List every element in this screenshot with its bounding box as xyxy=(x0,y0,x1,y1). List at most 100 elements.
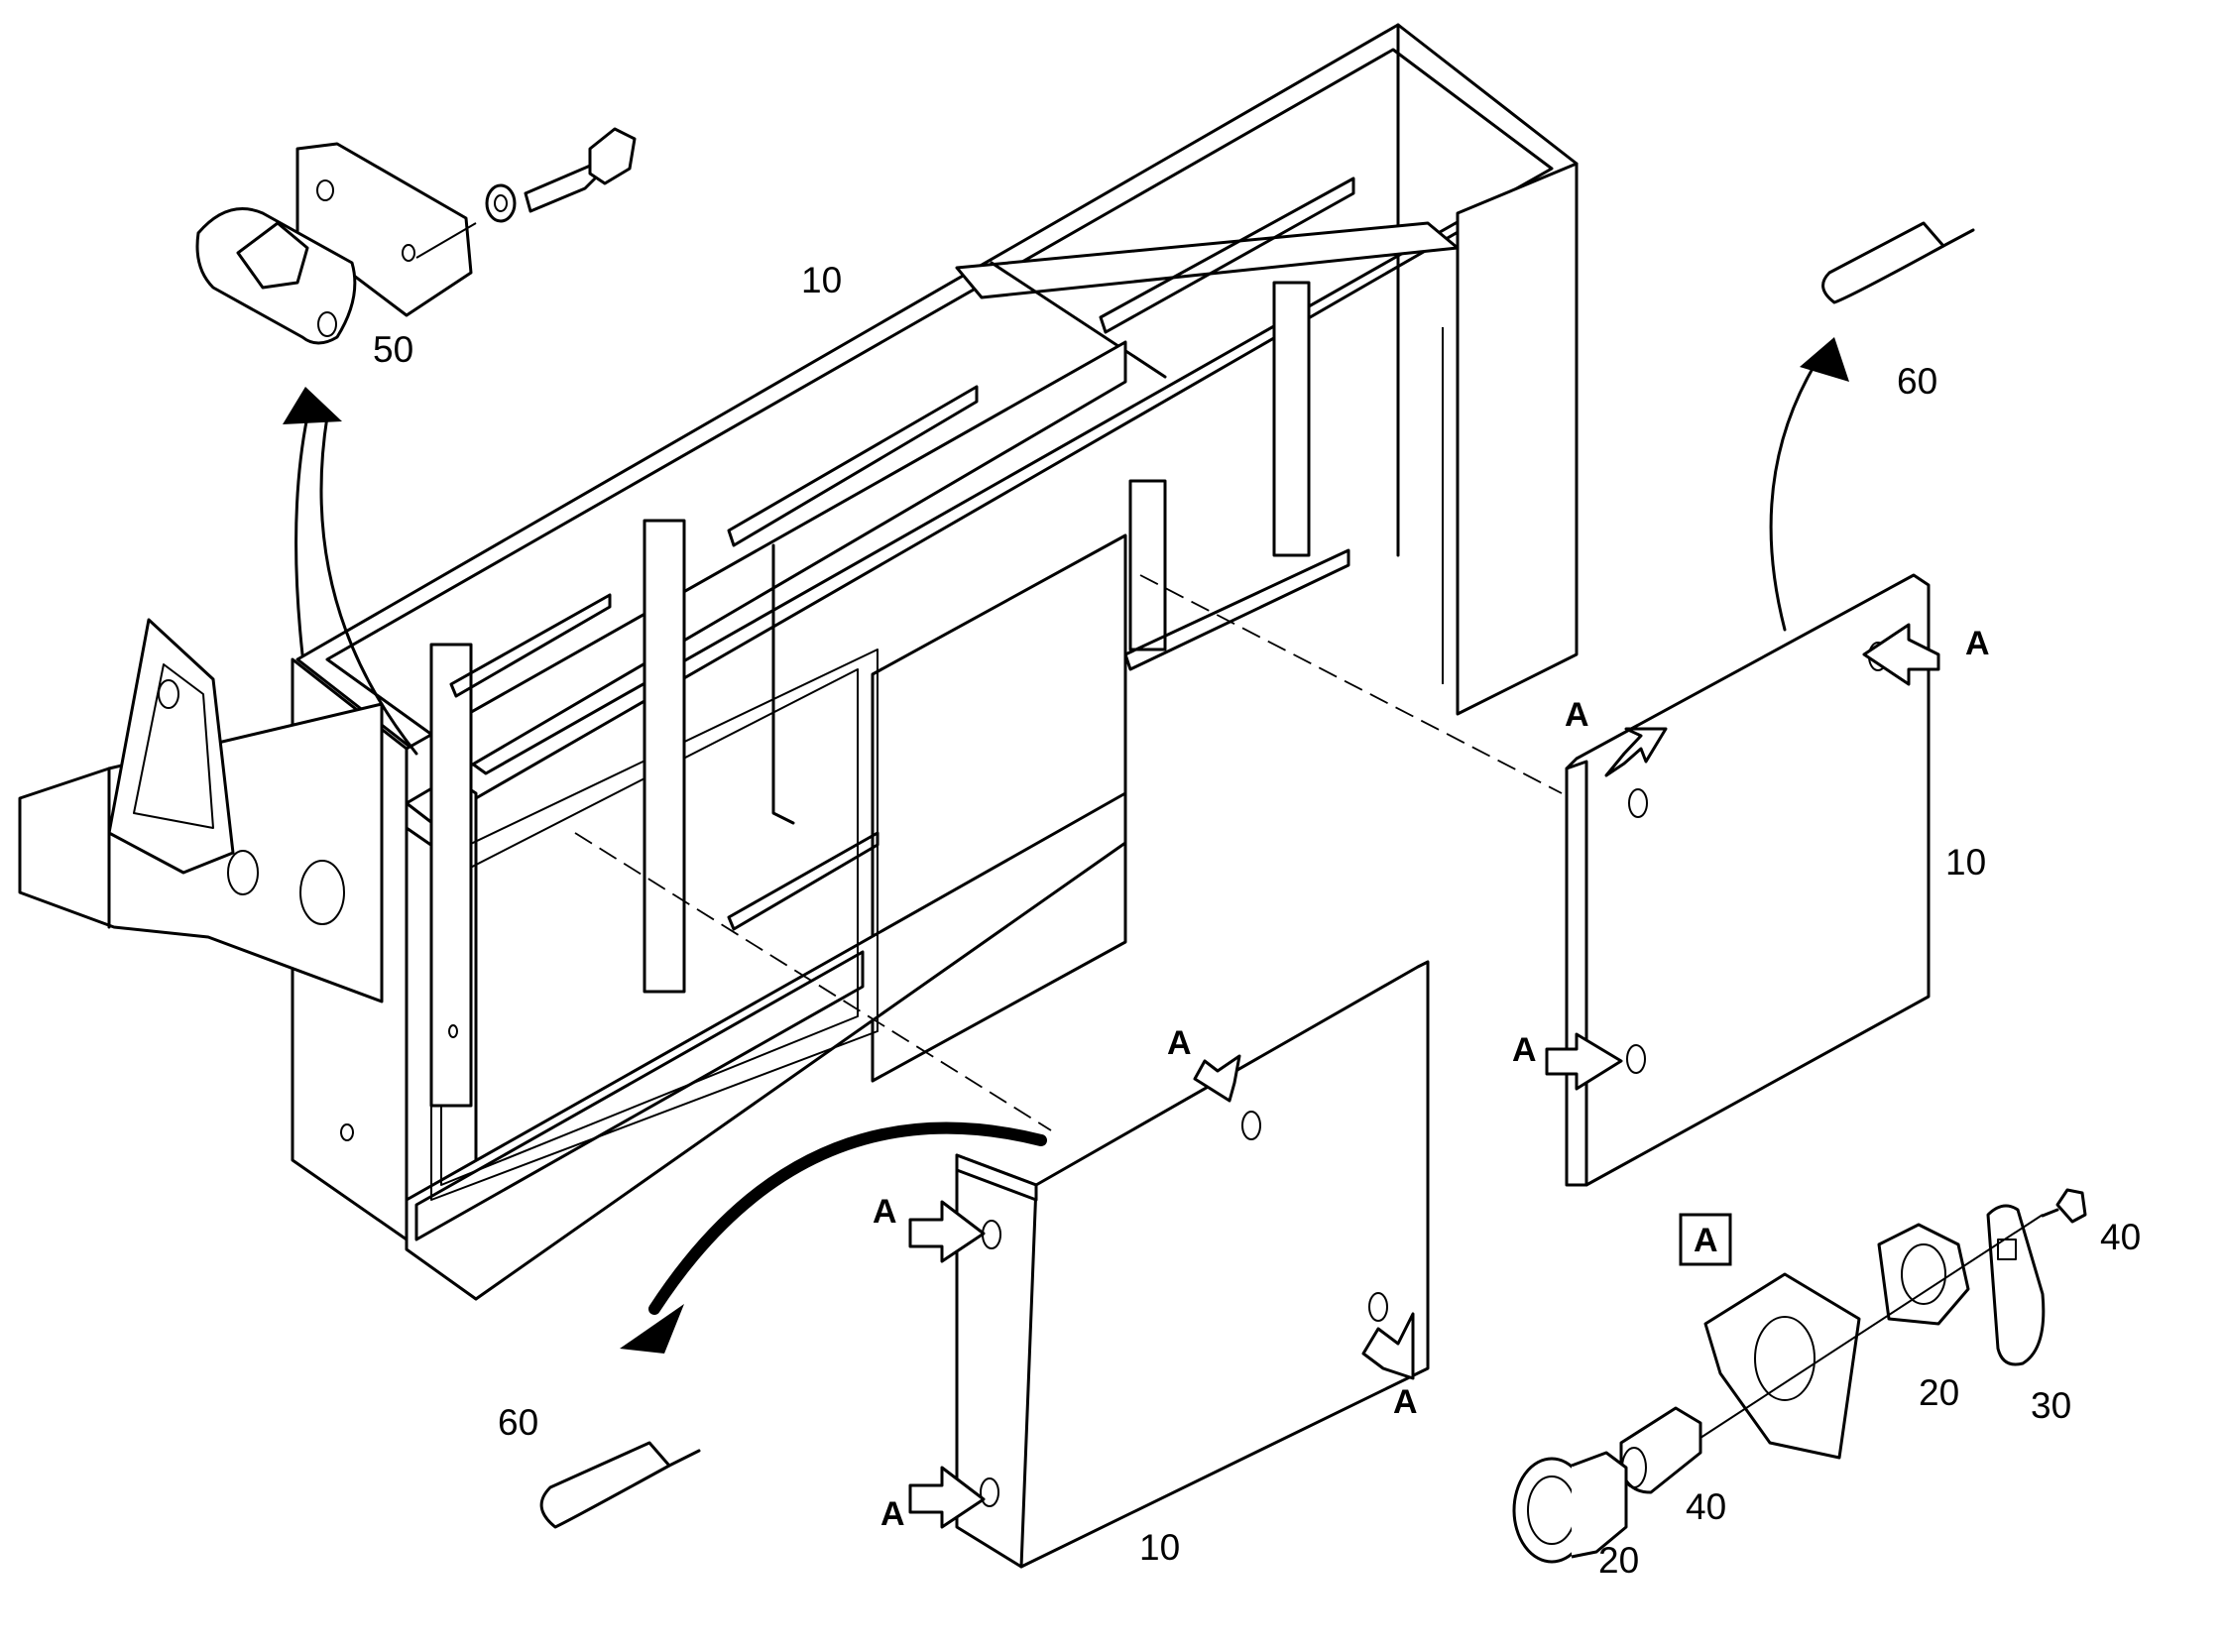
seal-strip-bottom-end xyxy=(667,1449,701,1468)
arrow-a5-label: A xyxy=(873,1193,897,1231)
arrow-a3-glyph xyxy=(1545,1032,1623,1091)
label-seal-top: 60 xyxy=(1897,361,1937,402)
front-panel-leader xyxy=(648,1121,1047,1315)
arrow-a2-glyph xyxy=(1862,623,1940,686)
lock-cam-slot xyxy=(1997,1239,2017,1260)
shelf-rod-3 xyxy=(727,831,879,931)
hinge-axis-line xyxy=(415,222,477,259)
arrow-a5-glyph xyxy=(908,1200,986,1263)
front-door-panel xyxy=(955,960,1430,1569)
label-right-panel: 10 xyxy=(1945,842,1986,883)
front-panel-hole xyxy=(1241,1111,1261,1140)
label-front-panel: 10 xyxy=(1139,1527,1180,1568)
bracket-hole xyxy=(158,679,179,709)
seal-strip-top-body xyxy=(1821,221,1945,304)
arrow-a7-label: A xyxy=(1393,1383,1418,1421)
right-panel-hole xyxy=(1626,1044,1646,1074)
detail-box-a xyxy=(1679,1213,1732,1266)
a-arrows xyxy=(908,623,1940,1529)
arrow-a4-label: A xyxy=(1167,1024,1192,1062)
label-lock-cylinder: 40 xyxy=(1686,1486,1726,1527)
label-lock-nut: 20 xyxy=(1919,1372,1959,1413)
front-panel-edge xyxy=(1019,1183,1038,1569)
frame-upright-4 xyxy=(1128,479,1167,651)
label-lock-screw: 40 xyxy=(2100,1217,2141,1257)
arrow-a4-glyph xyxy=(1193,1054,1241,1103)
shelf-rod-2 xyxy=(449,593,612,698)
frame-upright-1 xyxy=(643,519,686,994)
lock-backing-hole xyxy=(1754,1316,1816,1401)
shelf-rod-1 xyxy=(727,385,979,547)
arrow-a1-label: A xyxy=(1565,696,1589,734)
hinge-leader-line xyxy=(319,414,418,756)
hinge-arrowhead xyxy=(283,387,342,424)
lock-screw-shank xyxy=(2041,1208,2059,1218)
washer xyxy=(485,183,517,223)
frame-cross-beam-2 xyxy=(990,261,1167,379)
label-lock-cam: 30 xyxy=(2031,1385,2071,1426)
washer-hole xyxy=(494,194,508,212)
arrow-a6-glyph xyxy=(908,1466,986,1529)
detail-box-a-label: A xyxy=(1694,1222,1718,1259)
front-panel-outline xyxy=(955,960,1430,1569)
front-panel-hole xyxy=(980,1477,999,1507)
right-panel-outline xyxy=(1565,573,1931,1187)
alignment-line xyxy=(574,832,1052,1131)
lock-screw-head xyxy=(2055,1188,2087,1224)
bracket-hole xyxy=(227,850,259,895)
lock-cam xyxy=(1986,1204,2046,1366)
frame-right-side xyxy=(1456,162,1579,716)
lock-backing-plate xyxy=(1703,1272,1861,1460)
lock-housing-body xyxy=(1571,1451,1628,1559)
hinge-hole xyxy=(402,244,415,262)
frame-front-top-beam xyxy=(405,340,1127,805)
lock-cylinder xyxy=(1619,1406,1702,1494)
seal-strip-bottom-body xyxy=(539,1441,671,1529)
label-hinge: 50 xyxy=(373,329,413,370)
arrow-a2-label: A xyxy=(1965,625,1990,662)
lock-assembly xyxy=(1512,1188,2087,1564)
arrow-a1-glyph xyxy=(1604,727,1668,777)
label-frame: 10 xyxy=(801,260,842,300)
right-panel-leader xyxy=(1769,355,1821,632)
bolt-shank xyxy=(524,162,602,213)
bracket-triangle-inner xyxy=(133,663,214,829)
lock-nut-hole xyxy=(1901,1243,1946,1305)
hinge-hole xyxy=(316,179,334,201)
label-seal-bottom: 60 xyxy=(498,1402,538,1443)
right-panel-hole xyxy=(1628,788,1648,818)
seal-strip-top xyxy=(1821,221,1975,304)
bolt-head xyxy=(588,127,637,185)
shelf-rod-4 xyxy=(1099,177,1355,334)
right-panel-arrowhead xyxy=(1800,337,1849,382)
lock-axis-line xyxy=(1699,1214,2044,1439)
cabinet-frame xyxy=(291,23,1579,1301)
seal-strip-top-end xyxy=(1941,228,1975,248)
lock-nut xyxy=(1877,1223,1970,1326)
shelf-hook-1 xyxy=(771,543,795,825)
left-mounting-bracket xyxy=(18,618,384,1003)
seal-strip-bottom xyxy=(539,1441,701,1529)
frame-upright-2 xyxy=(429,643,473,1108)
shelf-rod-5 xyxy=(1123,548,1350,671)
arrow-a6-label: A xyxy=(880,1495,905,1533)
bracket-hole xyxy=(299,860,345,925)
arrow-a7-glyph xyxy=(1361,1312,1415,1380)
frame-bottom-inner xyxy=(414,950,865,1241)
label-lock-housing: 20 xyxy=(1598,1540,1639,1581)
hinge-leader-line-2 xyxy=(294,414,309,656)
arrow-a3-label: A xyxy=(1512,1031,1537,1069)
front-panel-hole xyxy=(1368,1292,1388,1322)
frame-center-panel xyxy=(871,533,1127,1083)
alignment-line xyxy=(1139,574,1563,794)
frame-hole xyxy=(448,1024,458,1038)
hinge-pin-hole xyxy=(317,311,337,337)
right-side-panel xyxy=(1565,573,1931,1187)
frame-hole xyxy=(340,1123,354,1141)
frame-upright-3 xyxy=(1272,281,1311,557)
frame-bottom-rail xyxy=(405,791,1127,1301)
hinge-block xyxy=(236,221,309,290)
bracket-triangle xyxy=(107,618,235,875)
front-panel-top-lip xyxy=(955,1153,1038,1202)
